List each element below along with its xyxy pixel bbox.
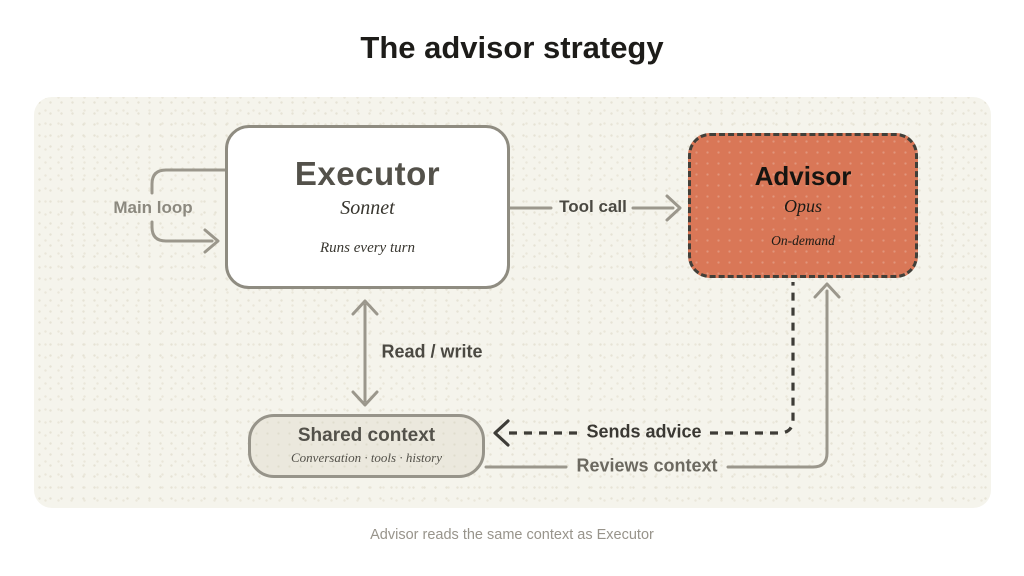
page-title: The advisor strategy (360, 30, 664, 65)
main-loop-label: Main loop (113, 198, 193, 217)
executor-node: Executor Sonnet Runs every turn (225, 125, 510, 289)
shared-context-subtitle: Conversation · tools · history (291, 449, 442, 465)
reviews-context-label: Reviews context (576, 455, 718, 476)
executor-subtitle: Sonnet (340, 197, 395, 219)
advisor-subtitle: Opus (783, 195, 822, 216)
advisor-node: Advisor Opus On-demand (688, 133, 918, 278)
shared-context-title: Shared context (297, 425, 436, 447)
read-write-label: Read / write (381, 341, 483, 362)
advisor-note: On-demand (771, 232, 835, 248)
executor-note: Runs every turn (320, 240, 415, 256)
advisor-title: Advisor (754, 160, 852, 191)
tool-call-label: Tool call (559, 197, 627, 216)
diagram-caption: Advisor reads the same context as Execut… (370, 527, 654, 543)
executor-title: Executor (294, 155, 441, 192)
sends-advice-label: Sends advice (586, 421, 702, 442)
shared-context-node: Shared context Conversation · tools · hi… (248, 414, 485, 478)
